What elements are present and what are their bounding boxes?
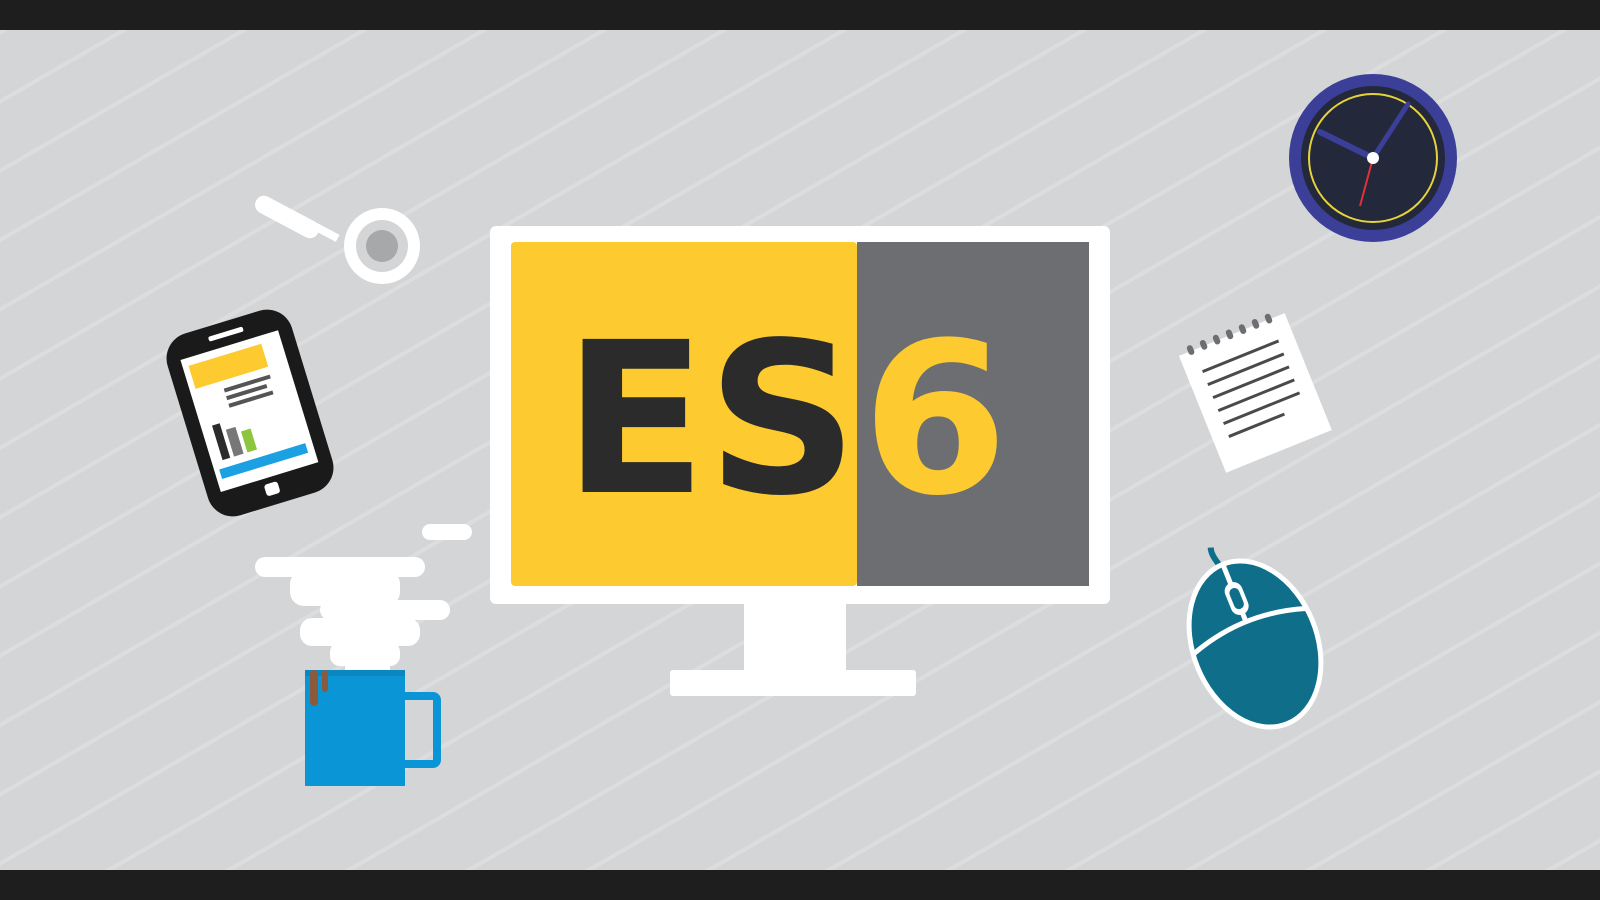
screen-yellow-panel bbox=[511, 242, 857, 586]
mouse-icon bbox=[1186, 547, 1324, 730]
magnifier-icon bbox=[255, 195, 420, 284]
notepad-icon bbox=[1178, 313, 1332, 473]
phone-icon bbox=[166, 309, 334, 517]
coffee-mug-icon bbox=[305, 670, 441, 786]
logo-prefix: ES bbox=[563, 297, 858, 542]
monitor-icon: ES 6 bbox=[490, 226, 1110, 696]
screen-gray-panel bbox=[857, 242, 1089, 586]
clock-icon bbox=[1289, 74, 1457, 242]
desk-scene: ES 6 bbox=[0, 30, 1600, 870]
steam-icon bbox=[255, 524, 472, 680]
logo-suffix: 6 bbox=[862, 297, 1008, 542]
